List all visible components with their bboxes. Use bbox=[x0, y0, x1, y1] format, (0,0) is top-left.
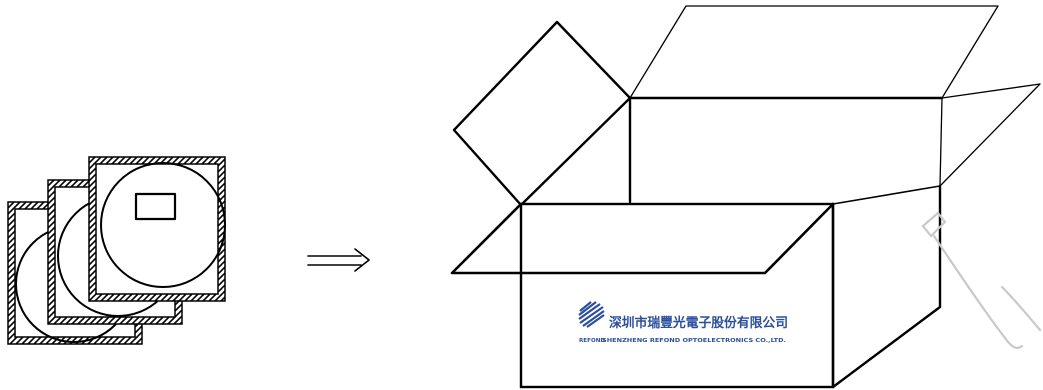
box-right-face bbox=[831, 184, 942, 389]
logo-company-en: SHENZHENG REFOND OPTOELECTRONICS CO.,LTD… bbox=[602, 338, 786, 344]
flap-back bbox=[629, 5, 999, 99]
box-front-face bbox=[519, 202, 835, 389]
company-logo: REFOND 深圳市瑞豐光電子股份有限公司 SHENZHENG REFOND O… bbox=[578, 301, 788, 344]
double-arrow-right-icon bbox=[307, 248, 370, 272]
reel-front bbox=[88, 156, 226, 302]
reel-label bbox=[134, 192, 177, 221]
logo-brand-text: REFOND bbox=[579, 338, 605, 344]
flap-front bbox=[450, 202, 835, 275]
flap-right bbox=[939, 83, 1041, 187]
flap-back-left bbox=[452, 20, 632, 207]
carton-box: REFOND 深圳市瑞豐光電子股份有限公司 SHENZHENG REFOND O… bbox=[450, 5, 1041, 389]
watermark bbox=[921, 211, 1042, 349]
reel-stack bbox=[7, 156, 226, 345]
logo-company-cn: 深圳市瑞豐光電子股份有限公司 bbox=[609, 315, 788, 331]
refond-logo-icon bbox=[578, 301, 605, 328]
